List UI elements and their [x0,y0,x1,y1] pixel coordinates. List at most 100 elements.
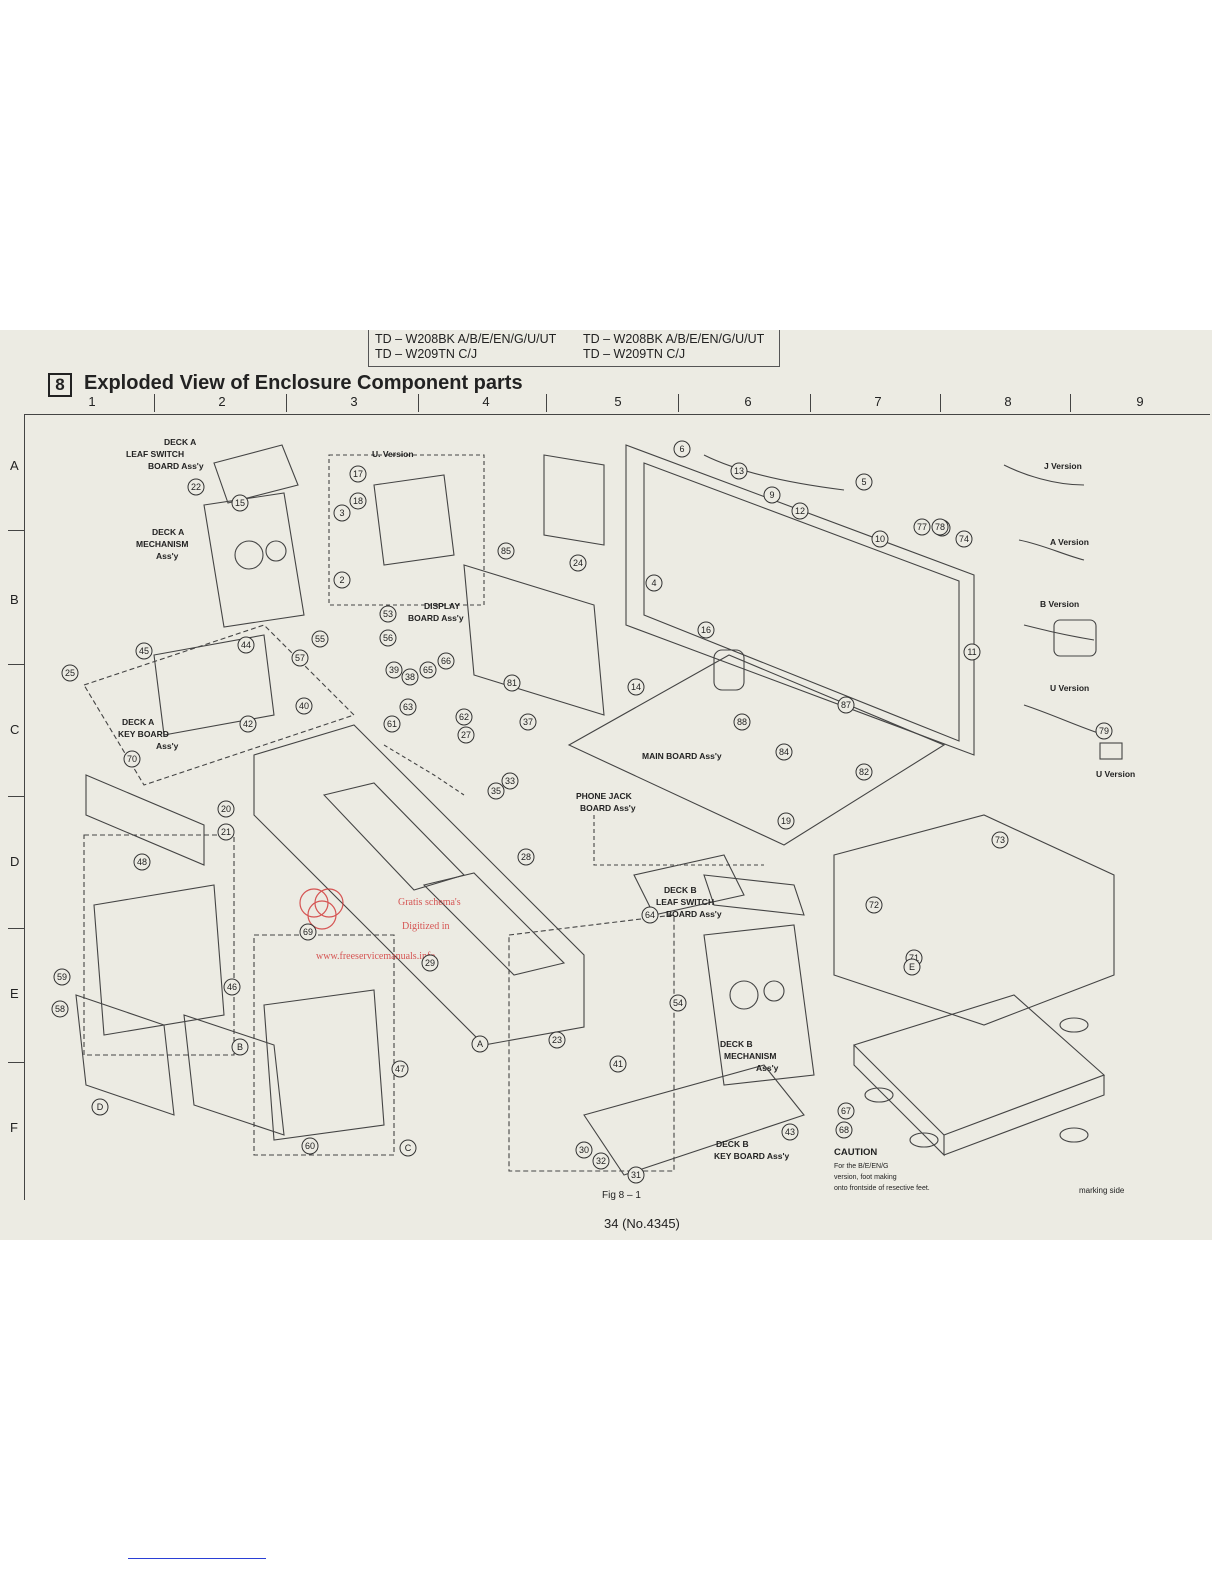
figure-caption: Fig 8 – 1 [602,1190,641,1201]
column-number: 5 [614,394,622,409]
row-letter: E [10,986,19,1001]
column-tick [940,394,941,412]
column-number: 9 [1136,394,1144,409]
callout-number: 35 [491,786,501,796]
part-callout-79: 79 [1095,722,1113,740]
callout-number: 68 [839,1125,849,1135]
callout-circle [399,1139,417,1157]
part-callout-28: 28 [517,848,535,866]
callout-circle [401,668,419,686]
watermark-line: Digitized in [402,921,450,932]
letter-callout-E: E [903,958,921,976]
callout-circle [963,643,981,661]
callout-number: 44 [241,640,251,650]
part-callout-61: 61 [383,715,401,733]
part-callout-4: 4 [645,574,663,592]
callout-number: 47 [395,1064,405,1074]
callout-number: 29 [425,958,435,968]
part-callout-20: 20 [217,800,235,818]
label-line: Ass'y [156,551,179,561]
watermark: www.freeservicemanuals.info Gratis schem… [299,888,461,962]
callout-circle [53,968,71,986]
foot [909,1132,939,1148]
deck-a-mech-label: DECK A MECHANISM Ass'y [136,527,188,561]
watermark-line: Gratis schema's [398,897,461,908]
part-callout-31: 31 [627,1166,645,1184]
part-callout-58: 58 [51,1000,69,1018]
column-number: 4 [482,394,490,409]
callout-circle [991,831,1009,849]
main-board-label: MAIN BOARD Ass'y [642,751,722,761]
callout-circle [503,674,521,692]
model-line: TD – W208BK A/B/E/EN/G/U/UT [583,332,765,346]
part-callout-47: 47 [391,1060,409,1078]
callout-number: 61 [387,719,397,729]
callout-circle [383,715,401,733]
column-number: 2 [218,394,226,409]
part-callout-85: 85 [497,542,515,560]
part-callout-44: 44 [237,636,255,654]
model-line: TD – W208BK A/B/E/EN/G/U/UT [375,332,557,346]
callout-circle [379,629,397,647]
callout-circle [855,763,873,781]
part-callout-74: 74 [955,530,973,548]
label-line: Ass'y [156,741,179,751]
door-zone [253,934,395,1156]
callout-circle [237,636,255,654]
part-callout-3: 3 [333,504,351,522]
u-version-bracket [373,474,455,566]
callout-circle [419,661,437,679]
callout-number: 53 [383,609,393,619]
caution-line: version, foot making [834,1174,897,1181]
leader-line [383,744,465,796]
caution-line: For the B/E/EN/G [834,1163,888,1170]
plug-adapter [1099,742,1123,760]
callout-circle [311,630,329,648]
part-callout-10: 10 [871,530,889,548]
callout-circle [471,1035,489,1053]
callout-number: 31 [631,1170,641,1180]
part-callout-11: 11 [963,643,981,661]
main-board-capacitor [713,649,745,691]
column-tick [418,394,419,412]
callout-number: 63 [403,702,413,712]
front-panel [253,724,585,1046]
callout-circle [775,743,793,761]
label-line: BOARD Ass'y [148,461,204,471]
callout-number: 41 [613,1059,623,1069]
callout-number: 2 [339,575,344,585]
callout-number: 43 [785,1127,795,1137]
part-callout-87: 87 [837,696,855,714]
callout-circle [61,664,79,682]
callout-circle [385,661,403,679]
callout-number: 65 [423,665,433,675]
part-callout-40: 40 [295,697,313,715]
part-callout-9: 9 [763,486,781,504]
part-callout-57: 57 [291,649,309,667]
column-tick [154,394,155,412]
callout-number: 55 [315,634,325,644]
part-callout-65: 65 [419,661,437,679]
callout-circle [627,1166,645,1184]
callout-number: D [97,1102,104,1112]
callout-circle [837,1102,855,1120]
callout-circle [781,1123,799,1141]
callout-circle [487,782,505,800]
callout-number: 12 [795,506,805,516]
lower-zone [508,914,675,1172]
deck-b-reel [763,980,785,1002]
bottom-chassis-edge [943,1075,1105,1156]
callout-number: 15 [235,498,245,508]
part-callout-60: 60 [301,1137,319,1155]
section-title: Exploded View of Enclosure Component par… [84,372,523,394]
callout-circle [291,649,309,667]
callout-number: 10 [875,534,885,544]
foot [864,1087,894,1103]
top-cover [833,814,1115,1026]
callout-number: 14 [631,682,641,692]
a-version-label: A Version [1050,537,1089,547]
callout-circle [517,848,535,866]
callout-number: 23 [552,1035,562,1045]
callout-circle [379,605,397,623]
callout-number: 32 [596,1156,606,1166]
